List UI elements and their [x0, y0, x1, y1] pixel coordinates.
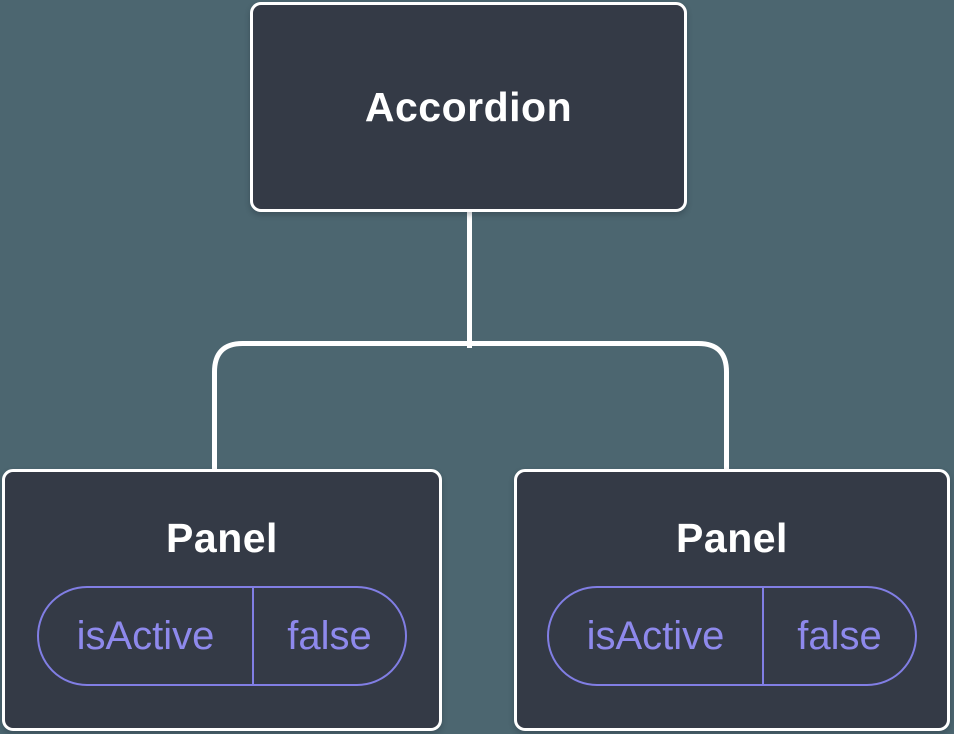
panel-node-right: Panel isActive false	[514, 469, 950, 731]
state-pill: isActive false	[37, 586, 407, 686]
connector-branch-bracket	[212, 341, 729, 470]
state-value: false	[797, 613, 882, 658]
accordion-node: Accordion	[250, 2, 687, 212]
panel-node-left: Panel isActive false	[2, 469, 442, 731]
state-name: isActive	[549, 588, 764, 684]
accordion-node-label: Accordion	[364, 83, 573, 130]
panel-node-label: Panel	[166, 515, 278, 561]
state-name: isActive	[39, 588, 254, 684]
state-pill: isActive false	[547, 586, 917, 686]
state-value: false	[287, 613, 372, 658]
panel-node-label: Panel	[676, 515, 788, 561]
